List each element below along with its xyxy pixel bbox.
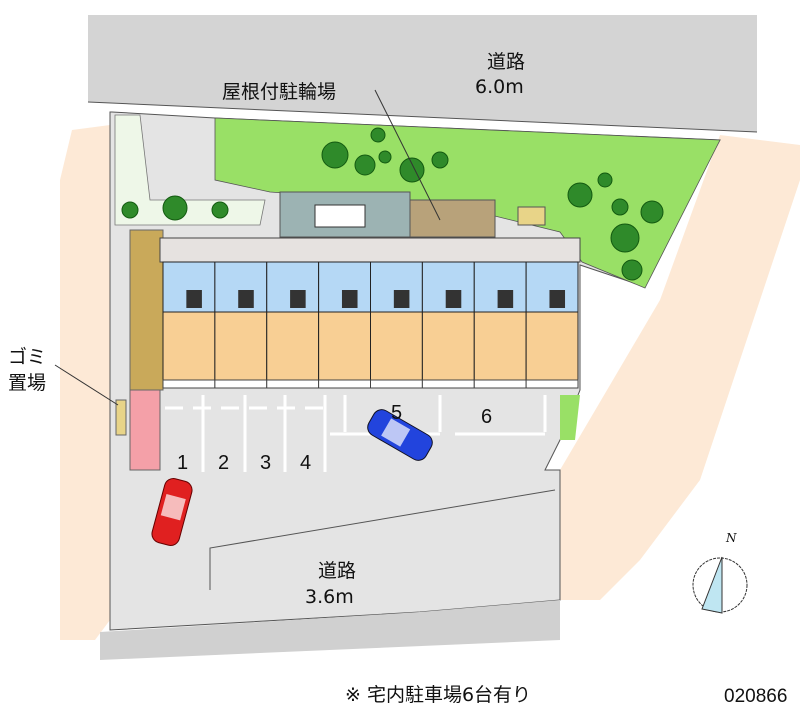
apartment-corridor <box>159 237 581 263</box>
blue-car <box>367 409 433 461</box>
parking-space-1: 1 <box>177 452 189 474</box>
unit-balcony <box>162 379 216 389</box>
unit-living-room <box>421 311 475 381</box>
garbage-marker <box>115 399 127 436</box>
stairs <box>314 204 366 228</box>
bottom-road <box>100 600 560 660</box>
property-code: 020866 <box>724 686 788 707</box>
unit-living-room <box>318 311 371 381</box>
bottom-road-width: 3.6m <box>305 586 354 608</box>
unit-balcony <box>473 379 527 389</box>
parking-space-5: 5 <box>391 402 403 424</box>
unit-kitchen <box>497 290 514 308</box>
unit-living-room <box>370 311 423 381</box>
apartment-units <box>162 261 579 389</box>
garbage-area <box>129 389 161 471</box>
top-road-width: 6.0m <box>475 76 524 98</box>
unit-balcony <box>370 379 423 389</box>
garbage-label-1: ゴミ <box>8 346 47 368</box>
unit-living-room <box>525 311 579 381</box>
bicycle-parking-label: 屋根付駐輪場 <box>222 81 337 103</box>
unit-balcony <box>525 379 579 389</box>
unit-kitchen <box>549 290 566 308</box>
bottom-road-edge <box>209 489 556 590</box>
surrounding-land-right <box>560 135 800 600</box>
storage <box>517 206 546 226</box>
top-road-name: 道路 <box>487 51 526 73</box>
bicycle-parking-area <box>409 199 496 238</box>
parking-space-2: 2 <box>218 452 230 474</box>
unit-kitchen <box>186 290 202 308</box>
garden-strip <box>560 395 580 440</box>
unit-balcony <box>318 379 371 389</box>
unit-kitchen <box>238 290 254 308</box>
unit-balcony <box>421 379 475 389</box>
unit-balcony <box>266 379 320 389</box>
unit-kitchen <box>393 290 410 308</box>
unit-living-room <box>162 311 216 381</box>
north-label: N <box>726 531 737 545</box>
top-road <box>88 15 757 132</box>
parking-space-6: 6 <box>481 406 493 428</box>
unit-living-room <box>266 311 320 381</box>
brick-path <box>129 229 164 391</box>
unit-kitchen <box>290 290 306 308</box>
footnote: ※ 宅内駐車場6台有り <box>345 684 532 706</box>
unit-kitchen <box>445 290 462 308</box>
bottom-road-name: 道路 <box>318 560 357 582</box>
unit-kitchen <box>341 290 358 308</box>
parking-space-4: 4 <box>300 452 312 474</box>
surrounding-land-left <box>60 125 110 640</box>
red-car <box>151 478 193 546</box>
unit-balcony <box>214 379 268 389</box>
unit-living-room <box>473 311 527 381</box>
unit-living-room <box>214 311 268 381</box>
parking-space-3: 3 <box>260 452 272 474</box>
north-compass-icon <box>692 556 748 614</box>
garbage-label-2: 置場 <box>8 372 47 394</box>
